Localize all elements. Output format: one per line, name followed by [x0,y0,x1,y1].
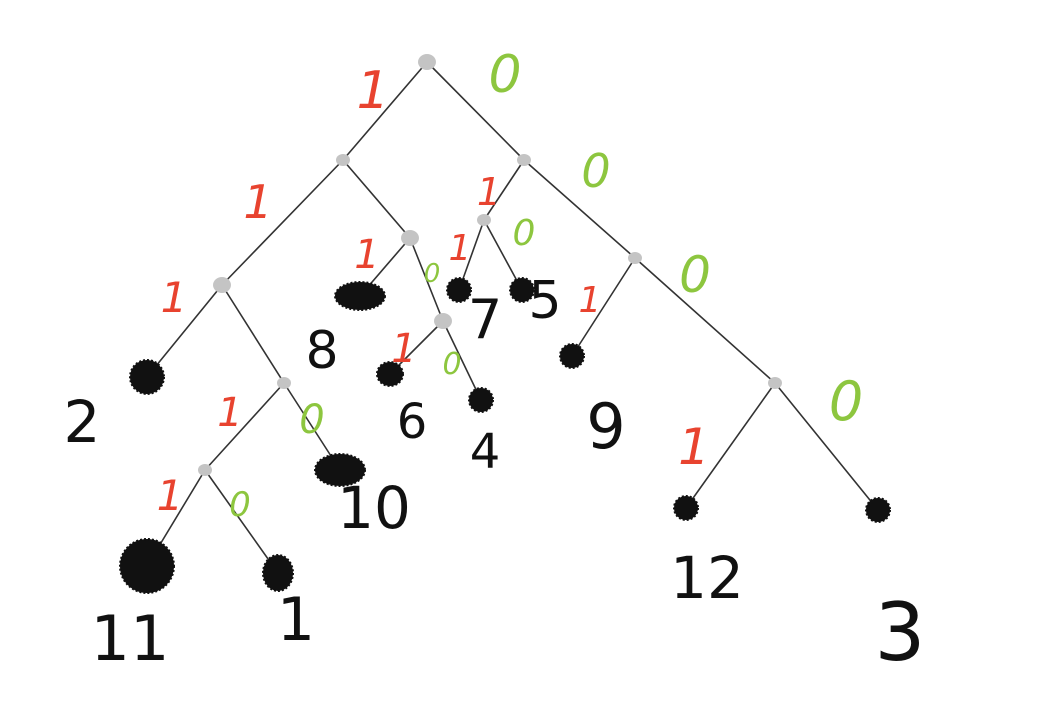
tree-edge [634,257,776,384]
internal-node [628,252,642,264]
internal-node [277,377,291,389]
branch-label-one: 1 [678,418,710,476]
branch-label-one: 1 [579,280,602,321]
leaf-label: 1 [277,585,315,655]
leaf-node [446,277,472,303]
branch-label-zero: 0 [581,144,610,198]
internal-node [336,154,350,166]
leaf-node [468,387,494,413]
branch-label-one: 1 [391,326,416,372]
tree-edge [342,61,428,161]
tree-edge [483,219,523,291]
leaf-label: 9 [586,390,625,463]
branch-label-zero: 0 [442,347,461,382]
leaf-node [509,277,535,303]
tree-edge [342,159,411,239]
leaf-label: 8 [305,321,338,381]
branch-label-zero: 0 [299,397,324,443]
branch-label-one: 1 [217,390,242,436]
leaf-node [865,497,891,523]
branch-label-zero: 0 [488,45,521,105]
leaf-label: 5 [528,271,561,331]
branch-label-one: 1 [449,228,472,269]
tree-edge [483,159,525,221]
leaf-label: 6 [397,394,428,450]
leaf-node [673,495,699,521]
branch-label-zero: 0 [424,259,441,289]
tree-edge [221,159,344,286]
tree-edge [146,284,223,378]
tree-edge [221,284,285,384]
internal-node [477,214,491,226]
branch-label-one: 1 [354,232,379,278]
branch-label-zero: 0 [513,213,536,254]
branch-label-zero: 0 [829,370,863,433]
branch-label-one: 1 [161,273,188,322]
tree-edge [442,320,482,401]
branch-label-zero: 0 [679,246,711,304]
tree-edge [409,237,444,322]
tree-edge [204,469,279,574]
internal-node [198,464,212,476]
tree-edge [571,257,636,357]
leaf-node [129,359,165,395]
tree-edge [774,382,879,511]
leaf-node [314,453,366,487]
branch-label-zero: 0 [229,485,251,525]
internal-node [517,154,531,166]
leaf-label: 2 [64,388,101,456]
internal-node [401,230,419,246]
internal-node [213,277,231,293]
leaf-label: 12 [670,544,744,612]
branch-label-one: 1 [356,61,389,121]
tree-edge [523,159,636,259]
leaf-label: 10 [337,474,411,542]
leaf-node [376,361,404,387]
branch-label-one: 1 [243,175,272,229]
tree-edge [426,61,525,161]
tree-edge [204,382,285,471]
leaf-label: 7 [468,288,502,351]
leaf-node [262,554,294,592]
internal-node [434,313,452,329]
leaf-node [334,281,386,311]
tree-edge [685,382,776,509]
internal-node [768,377,782,389]
leaf-node [559,343,585,369]
leaf-node [119,538,175,594]
leaf-label: 3 [875,586,926,679]
branch-label-one: 1 [477,170,501,214]
internal-node [418,54,436,70]
leaf-label: 11 [91,602,170,675]
branch-label-one: 1 [157,471,184,520]
leaf-label: 4 [470,424,501,480]
